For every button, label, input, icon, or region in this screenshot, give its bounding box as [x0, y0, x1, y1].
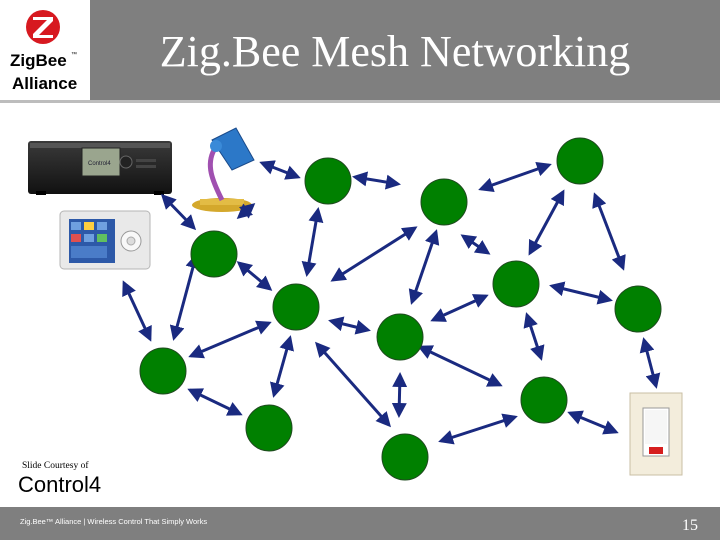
- link: [430, 294, 489, 322]
- link: [352, 171, 401, 190]
- link: [328, 316, 371, 335]
- link: [567, 410, 619, 435]
- zigbee-z-logo-icon: ZigBee ™ Alliance: [10, 10, 77, 93]
- link: [408, 229, 440, 305]
- slide-courtesy-text: Slide Courtesy of: [22, 461, 89, 471]
- mesh-nodes: [139, 137, 662, 481]
- link: [478, 161, 552, 193]
- link: [259, 160, 301, 180]
- control4-logo: Control4: [16, 470, 126, 505]
- control4-logo-icon: Control4: [18, 472, 101, 497]
- mesh-node: [190, 230, 238, 278]
- mesh-node: [520, 376, 568, 424]
- mesh-node: [492, 260, 540, 308]
- mesh-links: [122, 160, 661, 445]
- link: [639, 337, 661, 389]
- page-title: Zig.Bee Mesh Networking: [159, 27, 631, 76]
- media-server-device: Control4: [28, 141, 172, 195]
- link: [438, 413, 518, 445]
- footer-bar: Zig.Bee™ Alliance | Wireless Control Tha…: [0, 507, 720, 540]
- lamp-icon: [192, 127, 255, 212]
- mesh-network-diagram: Control4: [28, 127, 683, 481]
- header-divider: [0, 100, 720, 103]
- mesh-node: [556, 137, 604, 185]
- mesh-node: [614, 285, 662, 333]
- link: [270, 335, 294, 398]
- link: [160, 193, 197, 231]
- link: [460, 234, 491, 255]
- touch-panel-icon: [59, 210, 151, 270]
- link: [236, 261, 273, 291]
- mesh-node: [304, 157, 352, 205]
- footer-text: Zig.Bee™ Alliance | Wireless Control Tha…: [20, 517, 208, 526]
- mesh-node: [376, 313, 424, 361]
- light-switch-icon: [629, 392, 683, 476]
- logo-line1: ZigBee: [10, 51, 67, 70]
- link: [330, 226, 418, 282]
- link: [523, 312, 545, 361]
- link: [301, 207, 324, 277]
- link: [592, 192, 626, 271]
- mesh-node: [245, 404, 293, 452]
- link: [315, 341, 391, 428]
- link: [169, 253, 201, 341]
- logo-tm: ™: [71, 51, 77, 58]
- link: [188, 320, 272, 359]
- link: [417, 345, 503, 387]
- link: [122, 280, 152, 342]
- control4-brand: Control4: [18, 472, 101, 497]
- logo-line2: Alliance: [12, 74, 77, 93]
- mesh-node: [139, 347, 187, 395]
- page-number: 15: [682, 517, 698, 534]
- mesh-node: [381, 433, 429, 481]
- zigbee-alliance-logo: ZigBee ™ Alliance: [0, 0, 90, 100]
- header-bar: [0, 0, 720, 102]
- link: [391, 372, 408, 418]
- media-server-label: Control4: [88, 161, 111, 167]
- link: [528, 189, 565, 256]
- mesh-node: [420, 178, 468, 226]
- link: [187, 388, 243, 416]
- link: [236, 203, 256, 219]
- link: [549, 281, 613, 305]
- mesh-node: [272, 283, 320, 331]
